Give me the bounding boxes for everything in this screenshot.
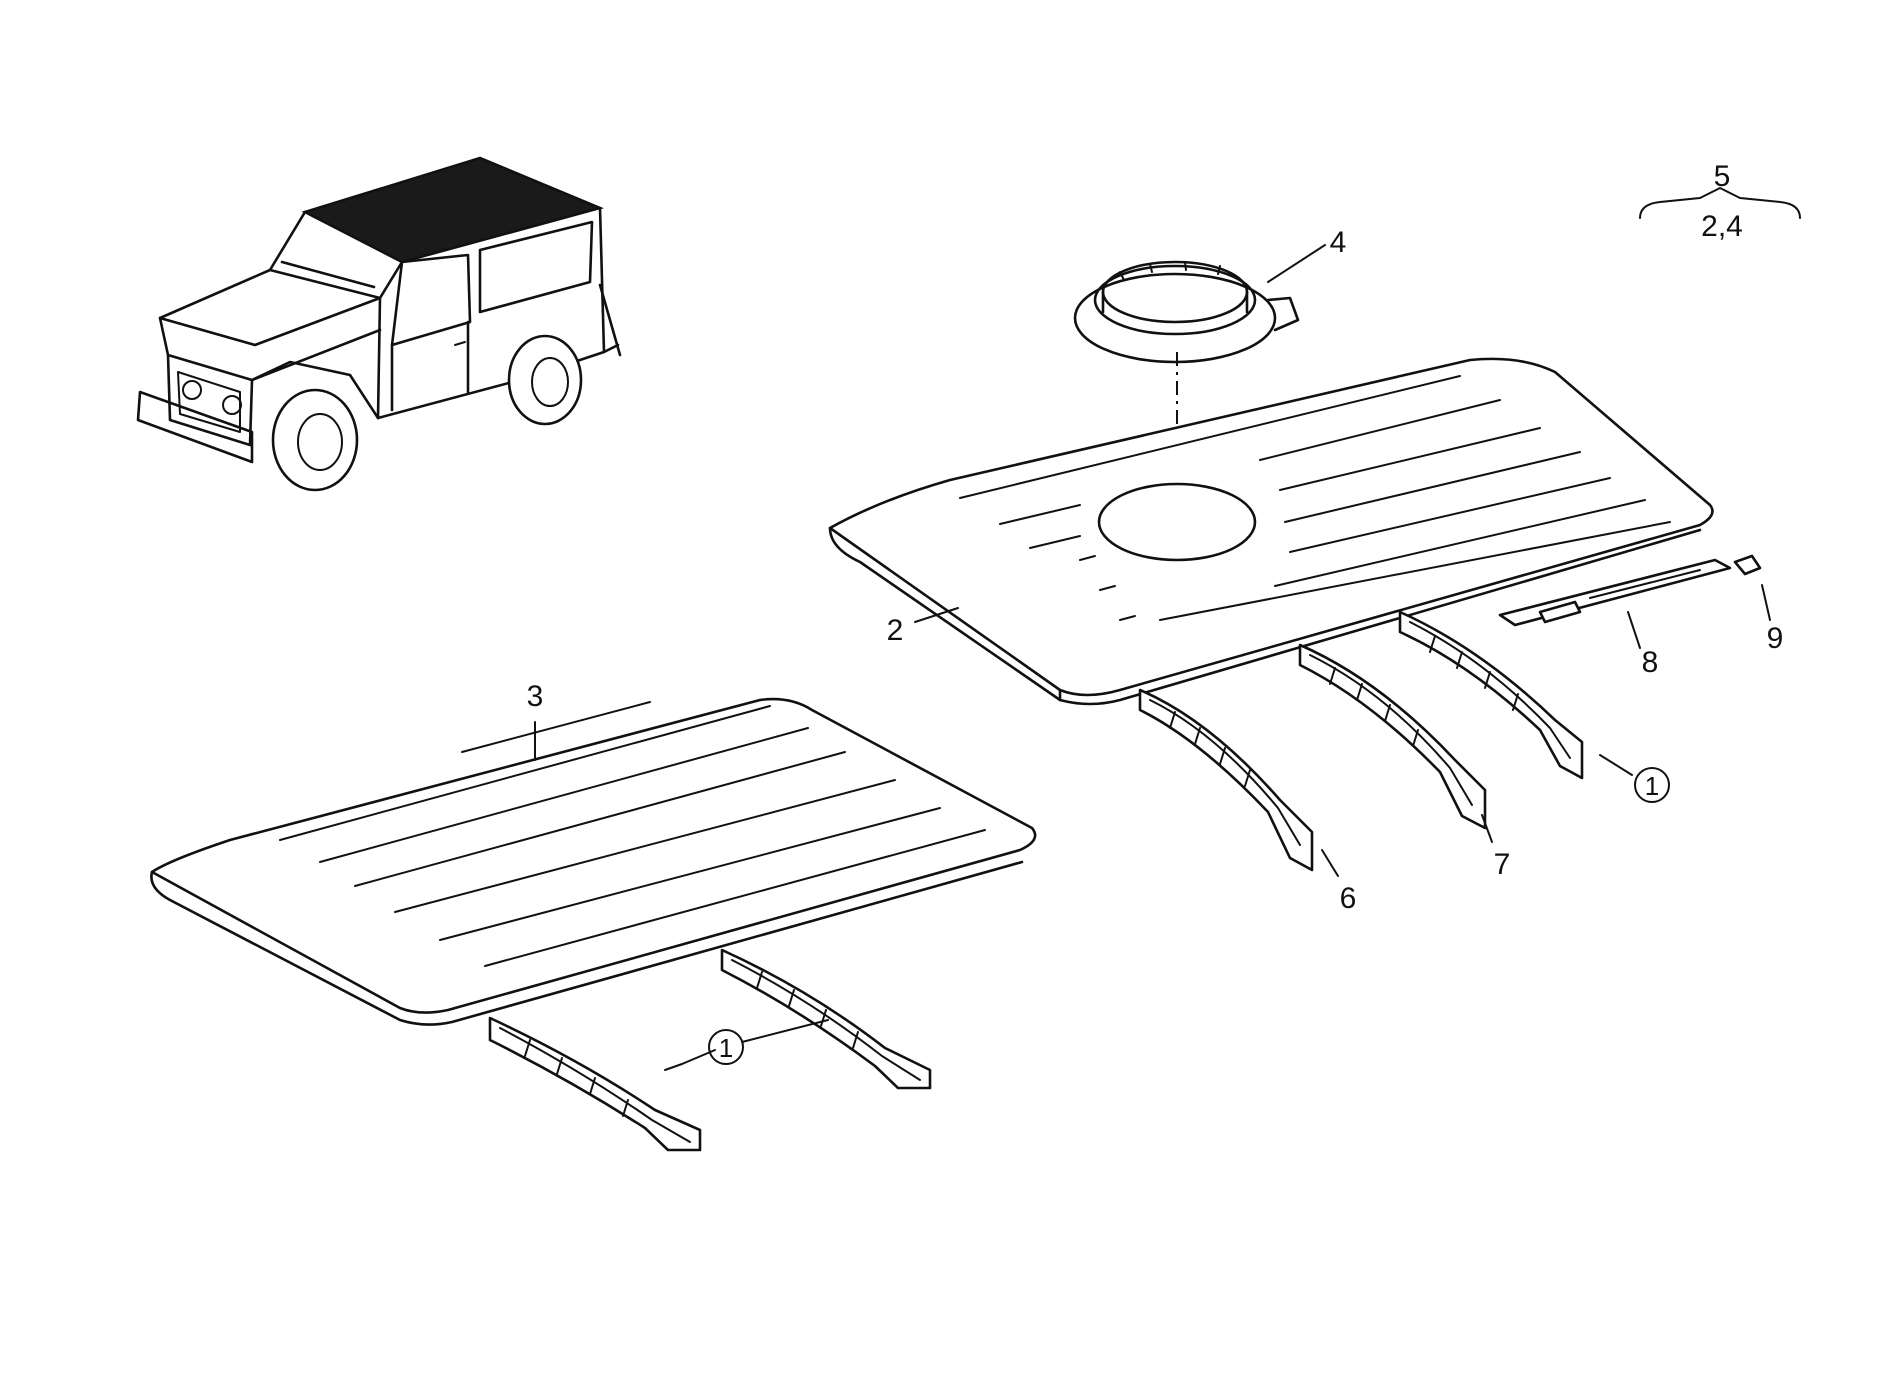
part-1-rail-right bbox=[1398, 610, 1584, 780]
part-1-rail-left-b bbox=[720, 948, 932, 1090]
callout-1-left-label: 1 bbox=[719, 1033, 733, 1063]
callout-6: 6 bbox=[1340, 882, 1357, 915]
part-8-strip bbox=[1498, 558, 1732, 627]
callout-1-circled-right: 1 bbox=[1634, 767, 1670, 803]
part-7-rail bbox=[1298, 643, 1487, 830]
vehicle-roof bbox=[301, 156, 604, 264]
callout-1-right-label: 1 bbox=[1645, 771, 1659, 801]
part-4-vent-ring bbox=[1073, 260, 1300, 364]
part-1-rail-left-a bbox=[488, 1016, 702, 1152]
callout-7: 7 bbox=[1494, 848, 1511, 881]
callout-8: 8 bbox=[1642, 646, 1659, 679]
callout-1-circled-left: 1 bbox=[708, 1029, 744, 1065]
callout-9: 9 bbox=[1767, 622, 1784, 655]
callout-4: 4 bbox=[1330, 226, 1347, 259]
callout-2: 2 bbox=[887, 614, 904, 647]
part-9-clip bbox=[1733, 554, 1762, 576]
vehicle-illustration bbox=[136, 156, 622, 492]
leader-lines bbox=[534, 187, 1801, 1071]
part-3-roof-panel bbox=[150, 697, 1037, 1026]
callout-3: 3 bbox=[527, 680, 544, 713]
callout-5-sub: 2,4 bbox=[1701, 210, 1743, 243]
part-2-roof-panel bbox=[828, 357, 1714, 706]
callout-5: 5 bbox=[1714, 160, 1731, 193]
part-6-rail bbox=[1138, 688, 1314, 872]
